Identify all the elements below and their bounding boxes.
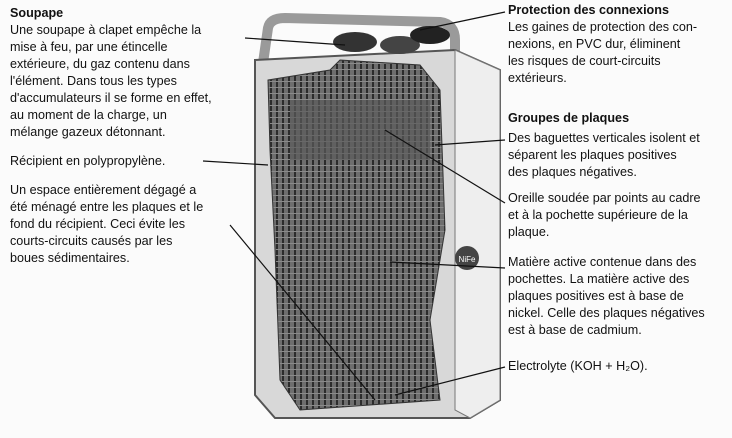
protection-title: Protection des connexions	[508, 3, 669, 17]
groupes-title: Groupes de plaques	[508, 111, 630, 125]
espace-callout: Un espace entièrement dégagé a été ménag…	[10, 183, 204, 265]
recipient-callout: Récipient en polypropylène.	[10, 154, 166, 168]
oreille-callout: Oreille soudée par points au cadre et à …	[508, 191, 701, 239]
protection-text: Les gaines de protection des con- nexion…	[508, 20, 698, 85]
groupes-text: Des baguettes verticales isolent et sépa…	[508, 131, 700, 179]
svg-text:NiFe: NiFe	[459, 255, 476, 264]
soupape-text: Une soupape à clapet empêche la mise à f…	[10, 23, 212, 139]
leader-lines	[202, 11, 506, 401]
handle	[257, 12, 460, 71]
terminal-cap	[333, 32, 377, 52]
electrolyte-callout: Electrolyte (KOH + H₂O).	[508, 359, 648, 373]
nife-logo	[455, 246, 479, 270]
soupape-title: Soupape	[10, 6, 64, 20]
matiere-callout: Matière active contenue dans des pochett…	[508, 255, 705, 337]
